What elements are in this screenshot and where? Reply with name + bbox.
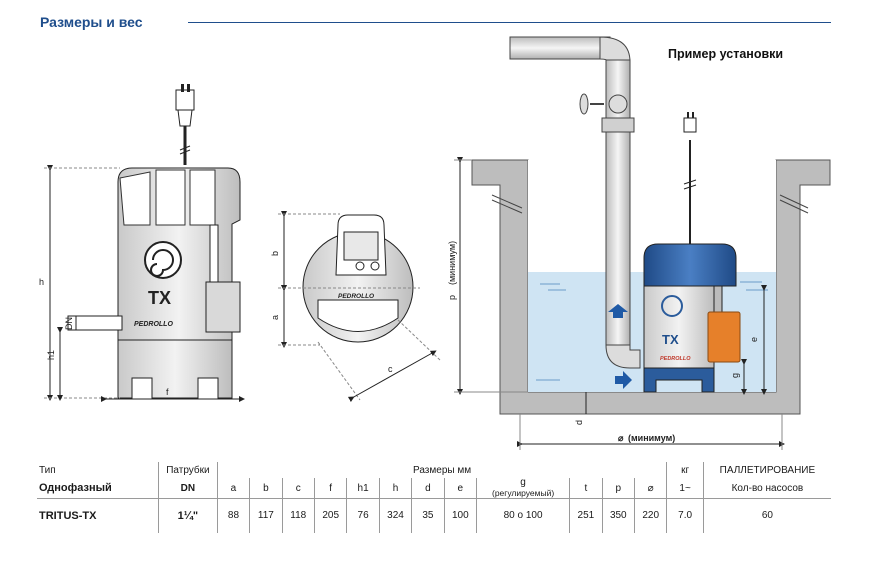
row-val-b: 117 xyxy=(249,498,283,533)
dim-d-label: d xyxy=(574,420,584,425)
dim-h-label: h xyxy=(39,277,44,287)
brand-label-install: PEDROLLO xyxy=(660,356,691,362)
row-val-c: 118 xyxy=(281,498,315,533)
dim-e-label: e xyxy=(749,337,759,342)
dim-dn-label: DN xyxy=(64,317,74,330)
dim-header-g-note: (регулируемый) xyxy=(491,488,555,498)
dim-diameter-symbol: ⌀ xyxy=(618,433,624,443)
col-pallet-header: ПАЛЛЕТИРОВАНИЕ xyxy=(702,462,831,478)
dim-a-label: a xyxy=(270,315,280,320)
row-val-g: 80 о 100 xyxy=(475,498,570,533)
dim-header-c: c xyxy=(281,478,315,499)
technical-drawing: TX PEDROLLO h h1 DN f PEDROLLO xyxy=(39,36,831,450)
dim-header-t: t xyxy=(569,478,603,499)
dim-header-diameter: ⌀ xyxy=(633,478,667,499)
kg-subheader: 1~ xyxy=(666,478,704,499)
col-dims-header: Размеры мм xyxy=(216,462,667,478)
installation-dimensions: p (минимум) d e g ⌀ (минимум) xyxy=(447,157,785,450)
row-val-h1: 76 xyxy=(346,498,380,533)
dim-p-label: p xyxy=(447,295,457,300)
title-rule xyxy=(188,22,831,23)
dim-f-label: f xyxy=(166,387,169,397)
pump-top-view: PEDROLLO xyxy=(302,214,414,343)
dim-header-f: f xyxy=(313,478,347,499)
pump-model-label-front: TX xyxy=(148,288,171,308)
row-val-a: 88 xyxy=(216,498,250,533)
table-row: TRITUS-TX 1¼" 88 117 118 205 76 324 35 1… xyxy=(37,498,831,533)
col-type-header: Тип xyxy=(39,464,56,476)
row-val-f: 205 xyxy=(313,498,347,533)
installation-example: TX PEDROLLO xyxy=(471,36,831,415)
section-title: Размеры и вес xyxy=(40,14,143,30)
pump-front-view: TX PEDROLLO xyxy=(67,84,241,399)
top-view-dimensions: b a c xyxy=(270,211,441,403)
row-val-e: 100 xyxy=(443,498,477,533)
dim-header-h: h xyxy=(378,478,412,499)
brand-label-top: PEDROLLO xyxy=(338,293,374,300)
row-model: TRITUS-TX xyxy=(39,509,97,522)
dim-header-b: b xyxy=(249,478,283,499)
row-kg: 7.0 xyxy=(666,498,704,533)
dim-header-g-symbol: g xyxy=(520,477,526,488)
dim-header-g: g (регулируемый) xyxy=(475,477,570,499)
dim-header-e: e xyxy=(443,478,477,499)
col-kg-header: кг xyxy=(666,462,704,478)
dim-header-h1: h1 xyxy=(346,478,380,499)
dim-g-label: g xyxy=(730,373,740,378)
dim-h1-label: h1 xyxy=(46,350,56,360)
dim-header-p: p xyxy=(601,478,635,499)
dim-b-label: b xyxy=(270,251,280,256)
row-val-h: 324 xyxy=(378,498,412,533)
dim-width-min-label: (минимум) xyxy=(628,433,675,443)
ports-subheader: DN xyxy=(158,478,218,499)
col-ports-header: Патрубки xyxy=(158,462,218,478)
dim-header-a: a xyxy=(216,478,250,499)
dim-c-label: c xyxy=(388,364,393,374)
brand-label-front: PEDROLLO xyxy=(134,321,173,328)
front-view-dimensions: h h1 DN f xyxy=(39,165,245,402)
pump-model-label-install: TX xyxy=(662,332,679,347)
spec-table: Тип Патрубки Размеры мм кг ПАЛЛЕТИРОВАНИ… xyxy=(37,462,831,533)
row-val-diameter: 220 xyxy=(633,498,667,533)
row-val-d: 35 xyxy=(411,498,445,533)
dim-p-note: (минимум) xyxy=(447,241,457,285)
pallet-subheader: Кол-во насосов xyxy=(702,478,831,499)
dim-header-d: d xyxy=(411,478,445,499)
installation-example-title: Пример установки xyxy=(668,47,784,61)
row-val-p: 350 xyxy=(601,498,635,533)
row-dn: 1¼" xyxy=(158,498,218,533)
type-subheader: Однофазный xyxy=(37,478,159,499)
row-val-t: 251 xyxy=(569,498,603,533)
row-pallet: 60 xyxy=(702,498,831,533)
